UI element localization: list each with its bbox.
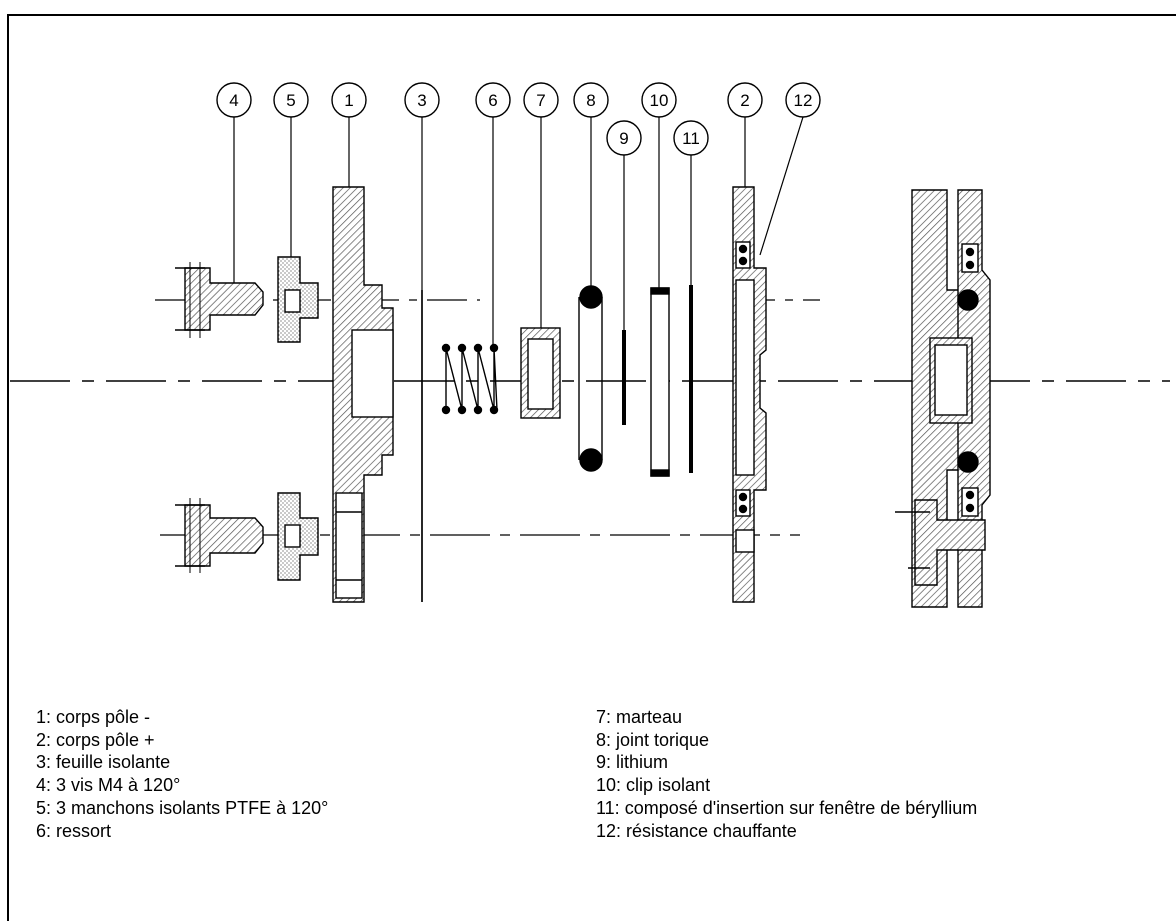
part-11-beryllium-window: [689, 285, 693, 473]
diagram-frame: [7, 14, 1176, 921]
part-5-sleeve-lower: [277, 492, 319, 581]
part-9-lithium: [622, 330, 626, 425]
part-10-insulating-clip: [650, 287, 670, 477]
legend-item-9: 9: lithium: [596, 752, 669, 773]
part-2-pole-body-positive: [732, 186, 767, 603]
legend-item-8: 8: joint torique: [596, 729, 710, 750]
callout-7: 7: [523, 82, 559, 118]
part-1-pole-body-negative: [332, 186, 394, 603]
svg-text:11: 11: [682, 129, 700, 148]
leader-lines: [233, 116, 804, 602]
svg-text:4: 4: [229, 91, 238, 110]
legend-item-1: 1: corps pôle -: [36, 707, 151, 727]
svg-text:3: 3: [417, 91, 426, 110]
legend-item-6: 6: ressort: [36, 820, 112, 841]
legend-item-5: 5: 3 manchons isolants PTFE à 120°: [36, 797, 329, 818]
part-7-hammer: [520, 327, 561, 419]
callout-9: 9: [606, 120, 642, 156]
legend-item-12: 12: résistance chauffante: [596, 820, 797, 841]
svg-text:2: 2: [740, 91, 749, 110]
legend-item-11: 11: composé d'insertion sur fenêtre de b…: [596, 797, 978, 818]
callouts: 4 5 1 3 6 7 8 9 10 11 2 12: [216, 82, 821, 156]
legend-item-4: 4: 3 vis M4 à 120°: [36, 775, 181, 796]
callout-3: 3: [404, 82, 440, 118]
callout-1: 1: [331, 82, 367, 118]
callout-5: 5: [273, 82, 309, 118]
svg-text:12: 12: [794, 91, 813, 110]
callout-10: 10: [641, 82, 677, 118]
legend-item-3: 3: feuille isolante: [36, 752, 171, 773]
callout-12: 12: [785, 82, 821, 118]
legend-left: 1: corps pôle - 2: corps pôle + 3: feuil…: [36, 706, 328, 842]
part-8-o-ring: [578, 285, 603, 472]
part-5-sleeve-upper: [277, 256, 319, 343]
svg-text:10: 10: [650, 91, 669, 110]
callout-4: 4: [216, 82, 252, 118]
svg-text:9: 9: [619, 129, 628, 148]
assembled-cell: [895, 189, 991, 608]
part-4-screw-lower: [175, 498, 264, 573]
legend-item-10: 10: clip isolant: [596, 775, 711, 796]
legend-item-2: 2: corps pôle +: [36, 729, 155, 750]
svg-text:8: 8: [586, 91, 595, 110]
callout-11: 11: [673, 120, 709, 156]
svg-text:1: 1: [344, 91, 353, 110]
legend-item-7: 7: marteau: [596, 707, 683, 727]
callout-2: 2: [727, 82, 763, 118]
part-4-screw-upper: [175, 262, 264, 338]
svg-text:5: 5: [286, 91, 295, 110]
svg-text:6: 6: [488, 91, 497, 110]
legend-right: 7: marteau 8: joint torique 9: lithium 1…: [596, 706, 977, 842]
callout-6: 6: [475, 82, 511, 118]
svg-text:7: 7: [536, 91, 545, 110]
callout-8: 8: [573, 82, 609, 118]
part-6-spring: [441, 343, 499, 415]
